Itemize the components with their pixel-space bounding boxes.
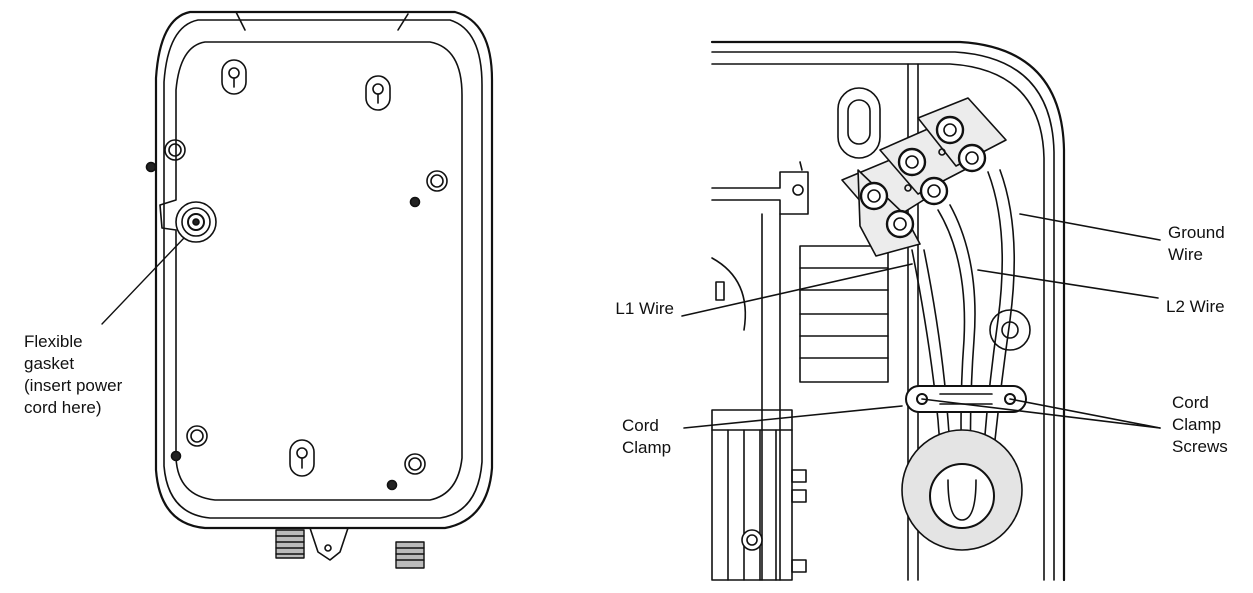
left-bracket	[711, 161, 809, 581]
l1-wire-leader	[681, 263, 913, 317]
screws	[145, 161, 421, 491]
cord-clamp-label: Cord Clamp	[622, 416, 672, 457]
clamp-screw-leader-left	[921, 398, 1161, 429]
l2-wire-leader	[977, 269, 1159, 299]
vent-slats	[799, 245, 889, 383]
lower-left-component	[711, 409, 807, 581]
round-boss	[989, 309, 1031, 351]
l2-wire-label: L2 Wire	[1166, 297, 1225, 316]
wiring-compartment-view	[681, 40, 1161, 582]
terminal-block	[841, 97, 1007, 257]
conduit-fitting-right	[395, 541, 425, 569]
gasket-label: Flexible gasket (insert power cord here)	[24, 332, 123, 417]
curved-part	[711, 257, 747, 331]
gasket-leader-line	[101, 237, 185, 325]
cord-grommet	[901, 429, 1023, 551]
chamfer-line	[397, 13, 409, 31]
small-post	[715, 281, 725, 301]
l1-wire-label: L1 Wire	[615, 299, 674, 318]
chamfer-line	[235, 11, 246, 31]
compartment-keyhole	[837, 87, 881, 159]
unit-back-view	[101, 10, 494, 569]
bottom-bracket	[309, 527, 349, 561]
keyhole-slot-top-right	[365, 75, 391, 111]
cord-clamp	[905, 385, 1027, 413]
ground-wire-leader	[1019, 213, 1161, 241]
cord-clamp-leader	[683, 405, 903, 429]
keyhole-slot-top-left	[221, 59, 247, 95]
cord-clamp-screws-label: Cord Clamp Screws	[1172, 393, 1228, 456]
keyhole-slot-bottom	[289, 439, 315, 477]
mounting-holes	[164, 139, 448, 475]
leader-lines	[681, 213, 1161, 429]
clamp-screw-leader-right	[1009, 398, 1161, 429]
flexible-gasket	[175, 201, 217, 243]
ground-wire-label: Ground Wire	[1168, 223, 1225, 264]
conduit-fitting-left	[275, 529, 305, 559]
